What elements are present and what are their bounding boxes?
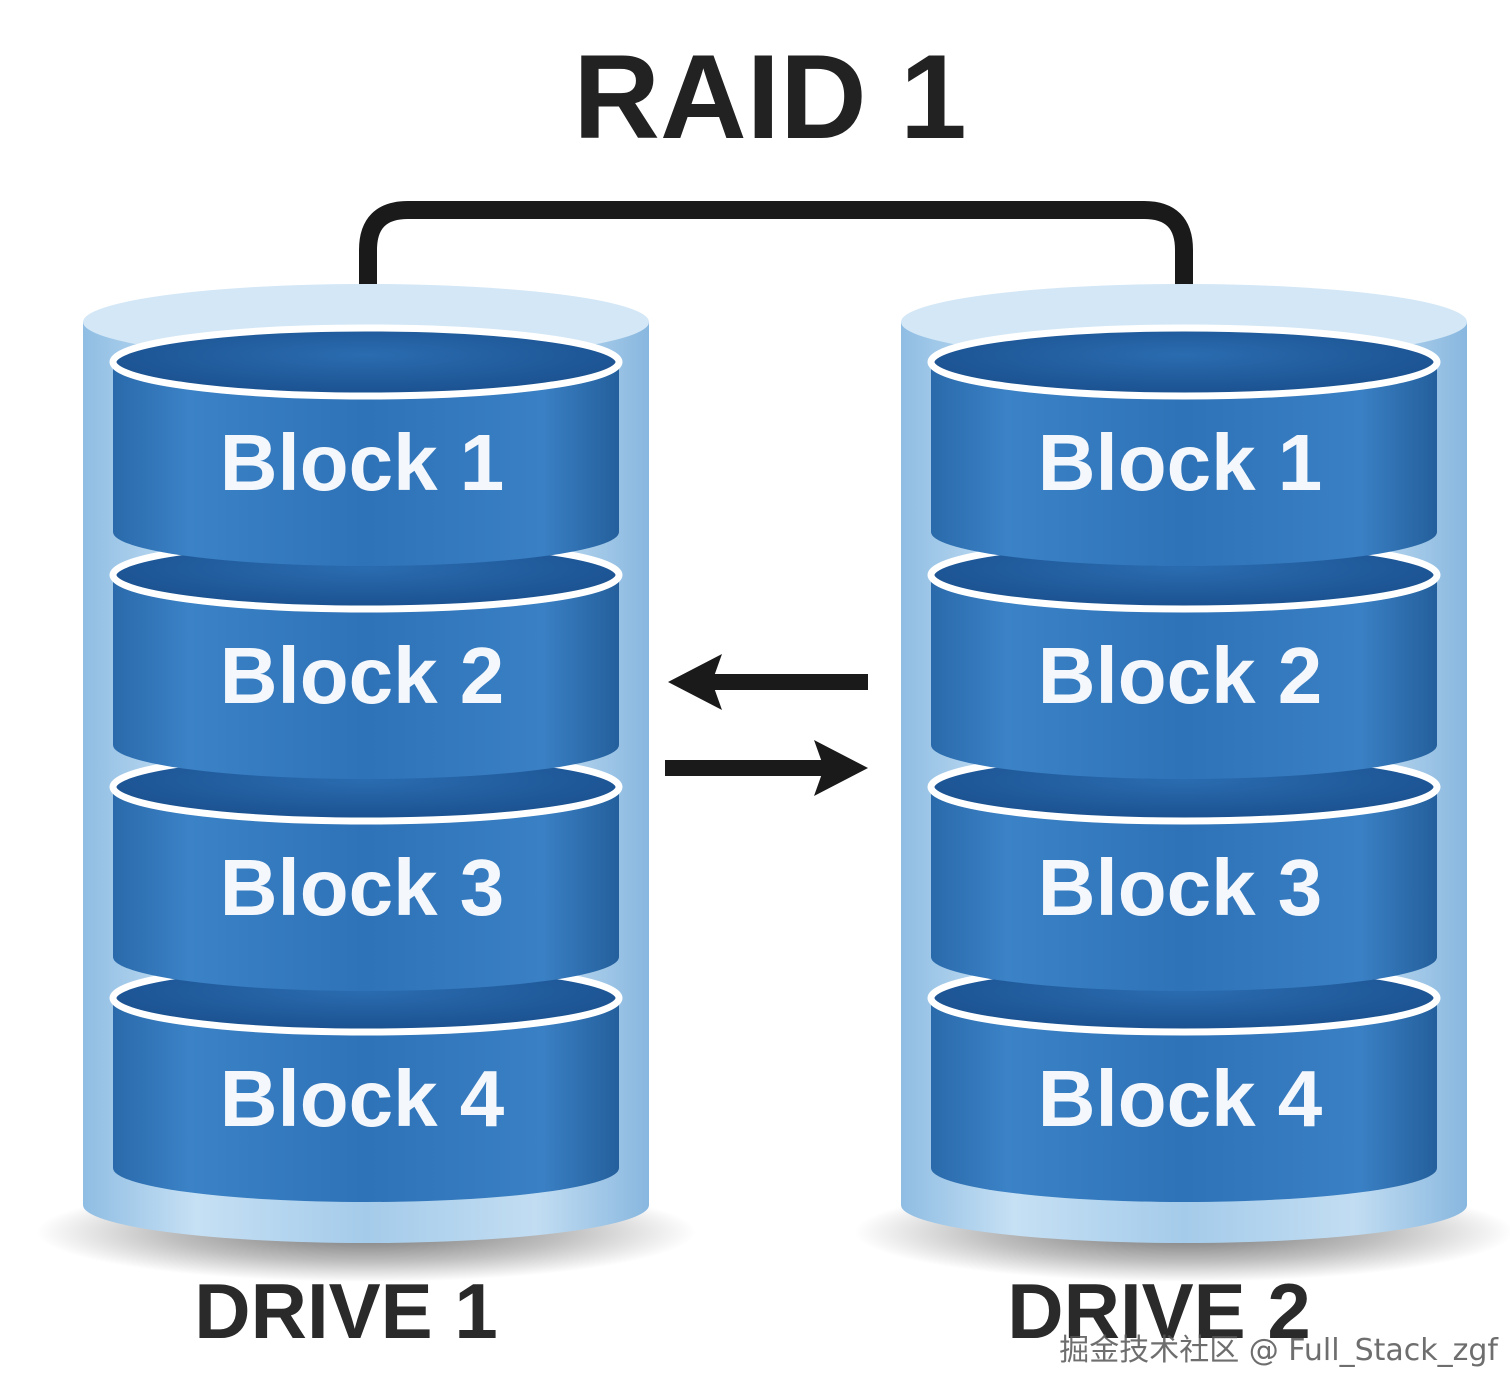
block-2: Block 2 (109, 537, 623, 779)
block-label: Block 2 (220, 631, 505, 720)
block-3: Block 3 (927, 749, 1441, 991)
arrow-left-icon (668, 654, 868, 710)
block-top (109, 324, 623, 400)
block-face (931, 787, 1437, 991)
diagram-title: RAID 1 (573, 30, 966, 164)
drive-label: DRIVE 2 (1007, 1267, 1310, 1355)
block-label: Block 1 (1038, 418, 1323, 507)
arrow-right-icon (665, 740, 868, 796)
block-label: Block 2 (1038, 631, 1323, 720)
block-face (113, 362, 619, 566)
block-2: Block 2 (927, 537, 1441, 779)
drive-label: DRIVE 1 (194, 1267, 497, 1355)
watermark: 掘金技术社区 @ Full_Stack_zgf (1059, 1333, 1499, 1368)
block-face (113, 575, 619, 779)
drive-1: Block 4 Block 3 Block 2 Block 1 DRIVE 1 (36, 284, 696, 1355)
block-face (931, 575, 1437, 779)
block-label: Block 1 (220, 418, 505, 507)
block-label: Block 4 (1038, 1054, 1323, 1143)
block-1: Block 1 (109, 324, 623, 566)
sync-arrows (665, 654, 868, 796)
block-3: Block 3 (109, 749, 623, 991)
mirror-connector-line (359, 201, 1193, 360)
block-label: Block 3 (220, 843, 505, 932)
block-face (931, 362, 1437, 566)
block-face (931, 998, 1437, 1202)
drive-2: Block 4 Block 3 Block 2 Block 1 DRIVE 2 (854, 284, 1510, 1355)
block-face (113, 998, 619, 1202)
block-label: Block 3 (1038, 843, 1323, 932)
block-4: Block 4 (109, 960, 623, 1202)
block-4: Block 4 (927, 960, 1441, 1202)
block-1: Block 1 (927, 324, 1441, 566)
block-face (113, 787, 619, 991)
block-label: Block 4 (220, 1054, 505, 1143)
block-top (927, 324, 1441, 400)
